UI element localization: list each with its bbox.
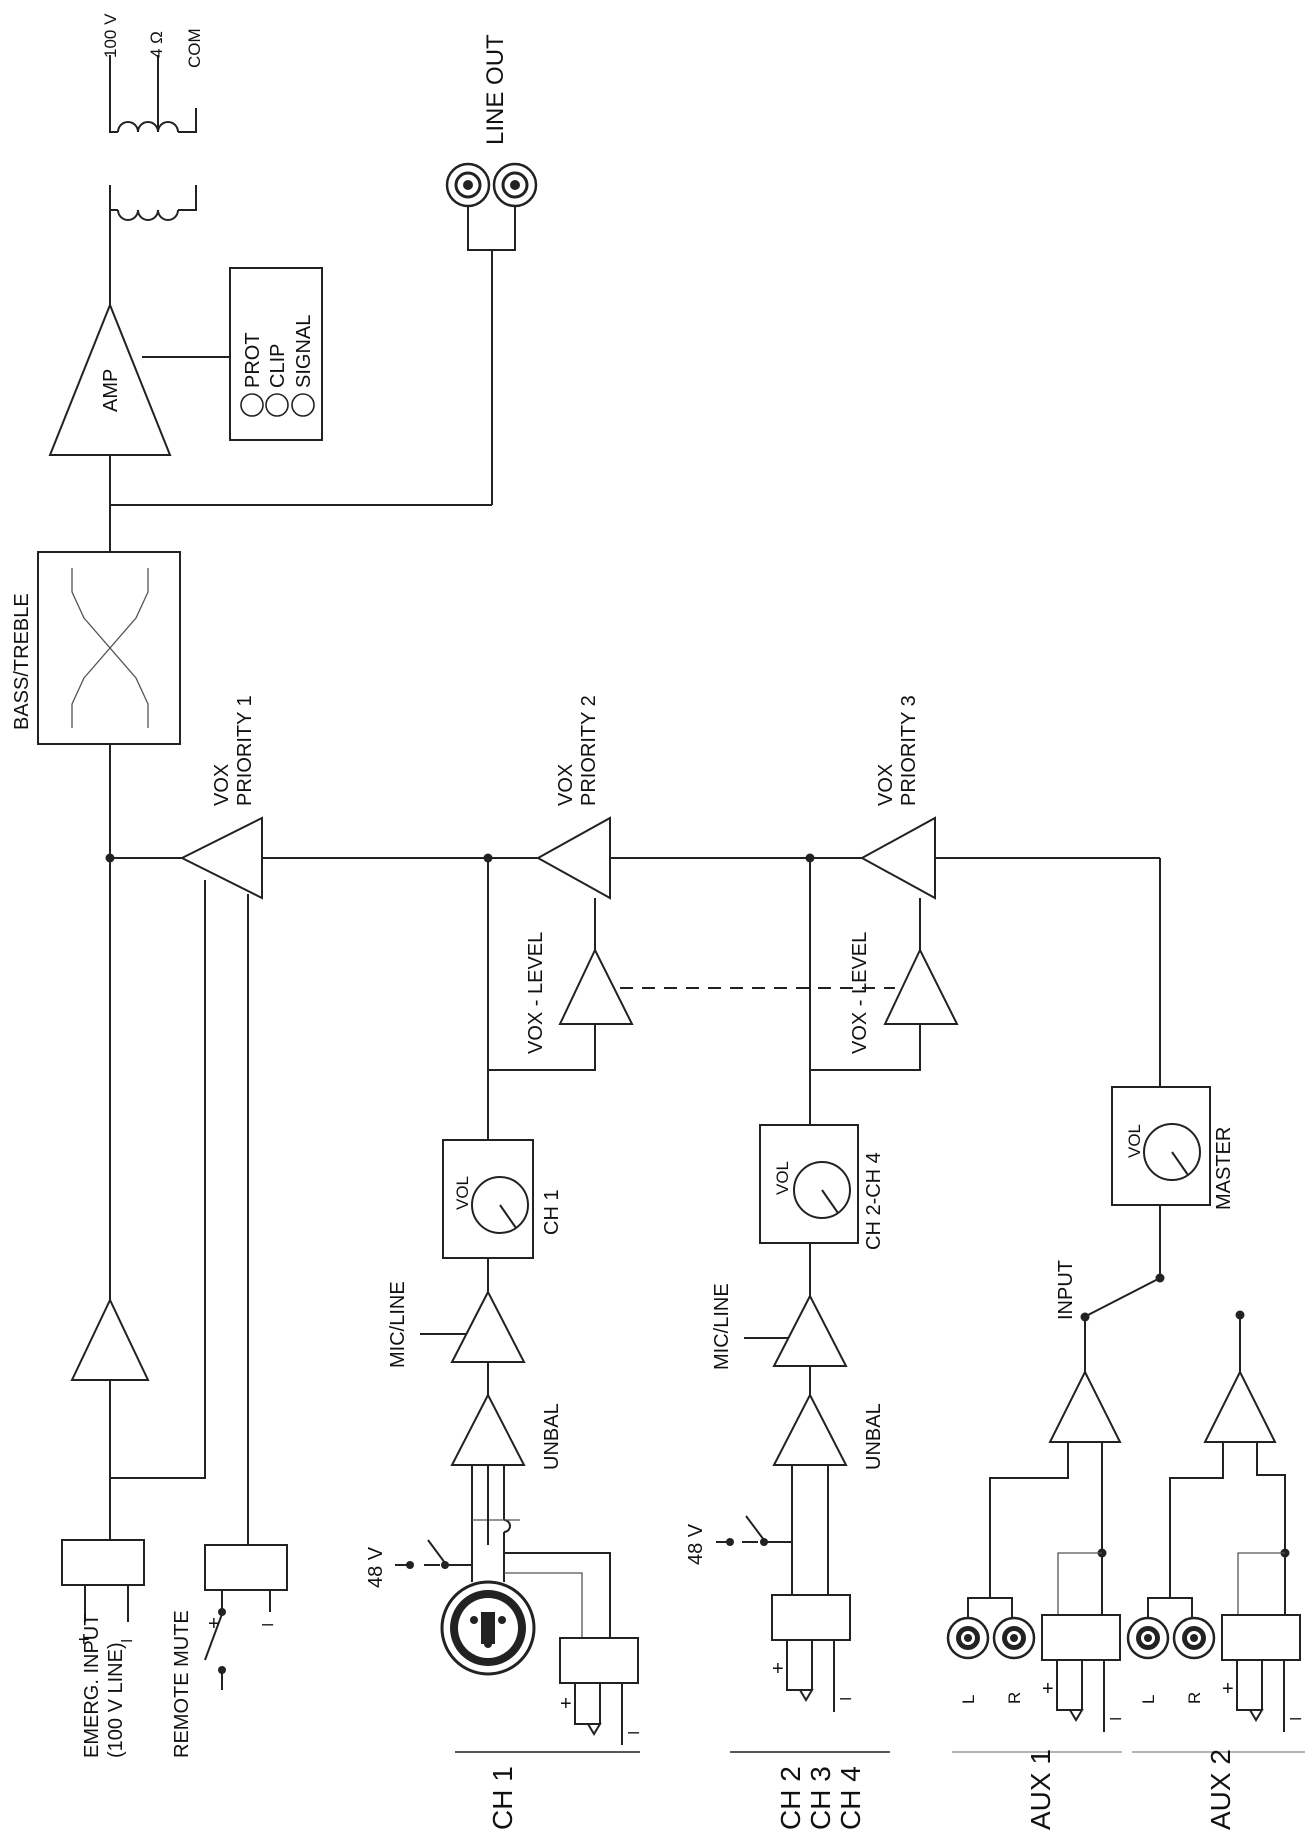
emergency-plus-label: + <box>78 1629 90 1651</box>
line-out-label: LINE OUT <box>482 34 509 145</box>
ch24-unbal-label: UNBAL <box>863 1403 885 1470</box>
section-ch1-label: CH 1 <box>487 1766 518 1830</box>
ch1-mic-line-label: MIC/LINE <box>387 1281 409 1368</box>
ch1-unbal-triangle <box>450 1392 526 1466</box>
emergency-input-label: EMERG. INPUT <box>81 1614 103 1758</box>
vox-level-2-triangle <box>883 947 959 1025</box>
tap-100v-label: 100 V <box>101 13 120 58</box>
section-ch3-label: CH 3 <box>805 1766 836 1830</box>
remote-mute-terminal <box>204 1544 288 1591</box>
vox-level-2-label: VOX - LEVEL <box>849 932 871 1054</box>
section-aux2-label: AUX 2 <box>1205 1749 1236 1830</box>
remote-mute-switch <box>204 1613 223 1661</box>
ch1-term-plus: + <box>560 1693 572 1715</box>
vox-priority-2-triangle <box>535 816 611 900</box>
tone-control-box <box>37 551 181 745</box>
aux2-left-label: L <box>1139 1695 1158 1704</box>
ch24-balanced-terminal <box>771 1594 851 1641</box>
ch1-balanced-terminal <box>559 1637 639 1684</box>
ch24-name-label: CH 2-CH 4 <box>863 1152 885 1250</box>
aux2-term-minus: – <box>1290 1707 1302 1729</box>
remote-mute-label: REMOTE MUTE <box>171 1610 193 1758</box>
remote-mute-minus-label: – <box>262 1613 274 1635</box>
emergency-input-terminal <box>61 1539 145 1586</box>
remote-mute-plus-label: + <box>208 1613 220 1635</box>
indicator-signal-label: SIGNAL <box>293 315 315 388</box>
ch24-mic-line-label: MIC/LINE <box>711 1283 733 1370</box>
aux1-triangle <box>1048 1369 1122 1443</box>
tone-control-label: BASS/TREBLE <box>11 593 33 730</box>
tone-curves <box>71 568 149 728</box>
indicator-prot-label: PROT <box>242 332 264 388</box>
aux2-balanced-terminal <box>1221 1614 1301 1661</box>
ch24-vol-label: VOL <box>773 1161 792 1195</box>
ch24-phantom-label: 48 V <box>685 1523 707 1565</box>
aux2-triangle <box>1203 1369 1277 1443</box>
indicator-leds <box>240 393 315 417</box>
ch24-term-plus: + <box>772 1658 784 1680</box>
tap-4ohm-label: 4 Ω <box>147 31 166 58</box>
vox-priority-1-triangle <box>179 816 263 900</box>
section-aux1-label: AUX 1 <box>1025 1749 1056 1830</box>
ch24-input-wiring <box>716 1465 829 1595</box>
vox-priority-1-label-b: PRIORITY 1 <box>234 695 256 806</box>
emergency-input-sublabel: (100 V LINE) <box>105 1642 127 1758</box>
vox-priority-3-triangle <box>859 816 936 900</box>
aux1-left-label: L <box>959 1695 978 1704</box>
master-name-label: MASTER <box>1213 1127 1235 1210</box>
aux1-rca-jacks <box>946 1616 1036 1660</box>
master-vol-label: VOL <box>1125 1124 1144 1158</box>
aux1-term-plus: + <box>1042 1678 1054 1700</box>
indicator-clip-label: CLIP <box>267 344 289 388</box>
input-selector-label: INPUT <box>1055 1260 1077 1320</box>
aux2-rca-jacks <box>1126 1616 1216 1660</box>
amp-label: AMP <box>100 369 122 412</box>
aux1-term-minus: – <box>1110 1707 1122 1729</box>
aux2-term-plus: + <box>1222 1678 1234 1700</box>
emergency-minus-label: – <box>121 1629 133 1651</box>
ch1-term-minus: – <box>628 1721 640 1743</box>
ch1-combo-jack <box>440 1580 536 1676</box>
aux2-right-label: R <box>1185 1692 1204 1704</box>
priority-1-emergency-link <box>110 880 206 1479</box>
ch1-phantom-label: 48 V <box>365 1546 387 1588</box>
aux1-right-label: R <box>1005 1692 1024 1704</box>
ch1-name-label: CH 1 <box>541 1189 563 1235</box>
section-ch4-label: CH 4 <box>835 1766 866 1830</box>
vox-level-1-label: VOX - LEVEL <box>525 932 547 1054</box>
section-ch2-label: CH 2 <box>775 1766 806 1830</box>
ch1-input-wiring <box>395 1465 611 1638</box>
ch1-unbal-label: UNBAL <box>541 1403 563 1470</box>
output-transformer <box>109 55 197 221</box>
amp-triangle <box>48 302 172 456</box>
line-out-jacks <box>445 162 538 505</box>
input-selector-switch <box>1087 1277 1161 1316</box>
ch24-unbal-triangle <box>772 1392 848 1466</box>
ch24-term-minus: – <box>840 1687 852 1709</box>
emergency-buffer-triangle <box>70 1297 150 1381</box>
tap-com-label: COM <box>185 28 204 68</box>
aux1-balanced-terminal <box>1041 1614 1121 1661</box>
vox-priority-3-label-b: PRIORITY 3 <box>898 695 920 806</box>
vox-priority-2-label-a: VOX <box>555 764 577 806</box>
ch1-vol-label: VOL <box>453 1176 472 1210</box>
vox-priority-2-label-b: PRIORITY 2 <box>578 695 600 806</box>
vox-priority-3-label-a: VOX <box>875 764 897 806</box>
vox-priority-1-label-a: VOX <box>211 764 233 806</box>
ch24-mic-line-triangle <box>772 1293 848 1367</box>
ch1-mic-line-triangle <box>450 1289 526 1363</box>
